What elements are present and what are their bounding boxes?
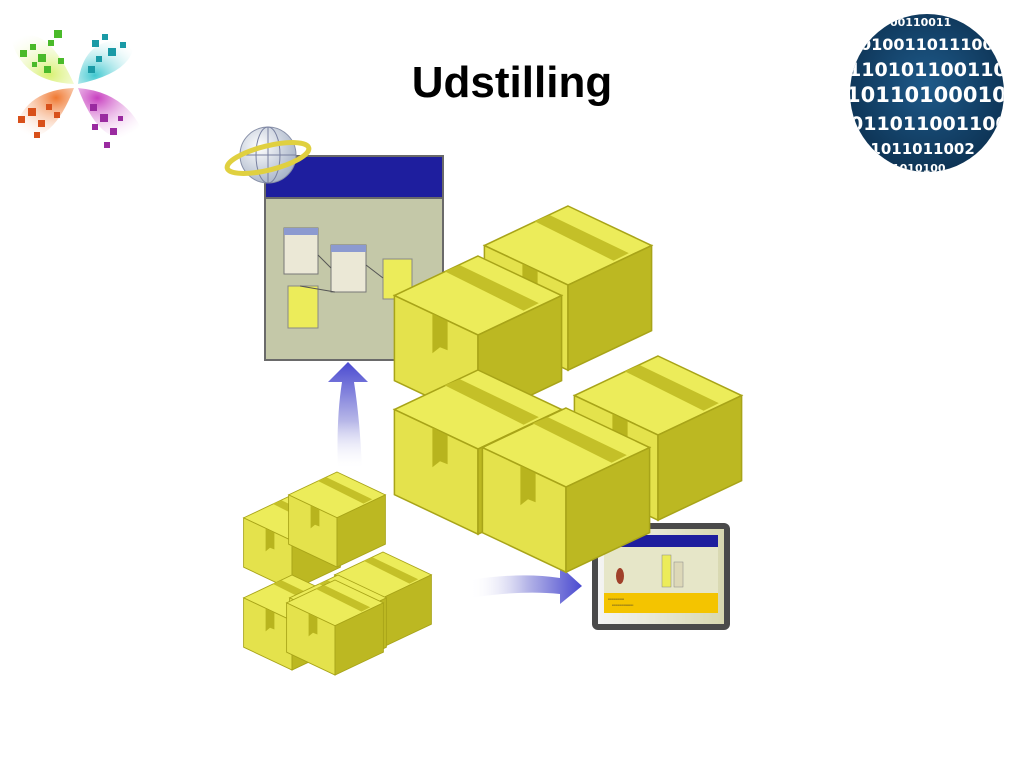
binary-row: 1010100 (892, 162, 946, 175)
box-stack-icon (243, 471, 432, 676)
binary-row: 1101011001100 (848, 59, 1008, 81)
arrow-right-icon (470, 566, 582, 604)
svg-text:▪▪▪▪▪▪▪▪▪▪▪▪▪▪▪: ▪▪▪▪▪▪▪▪▪▪▪▪▪▪▪ (608, 597, 624, 601)
binary-row: 0110110011001 (850, 113, 1008, 135)
globe-icon (224, 126, 312, 184)
box-stack-icon (393, 205, 743, 573)
binary-row: 01011011002 (860, 140, 975, 158)
binary-globe-logo-icon: 00110011 010011011100 1101011001100 1011… (846, 14, 1008, 175)
binary-row: 00110011 (890, 16, 951, 29)
binary-row: 010011011100 (860, 35, 994, 54)
petal-mosaic-logo-icon (12, 30, 142, 148)
slide-title: Udstilling (411, 58, 613, 107)
arrow-up-icon (328, 362, 368, 470)
svg-text:▪▪▪▪▪▪▪▪▪▪▪▪▪▪▪▪▪▪▪▪: ▪▪▪▪▪▪▪▪▪▪▪▪▪▪▪▪▪▪▪▪ (612, 603, 633, 607)
